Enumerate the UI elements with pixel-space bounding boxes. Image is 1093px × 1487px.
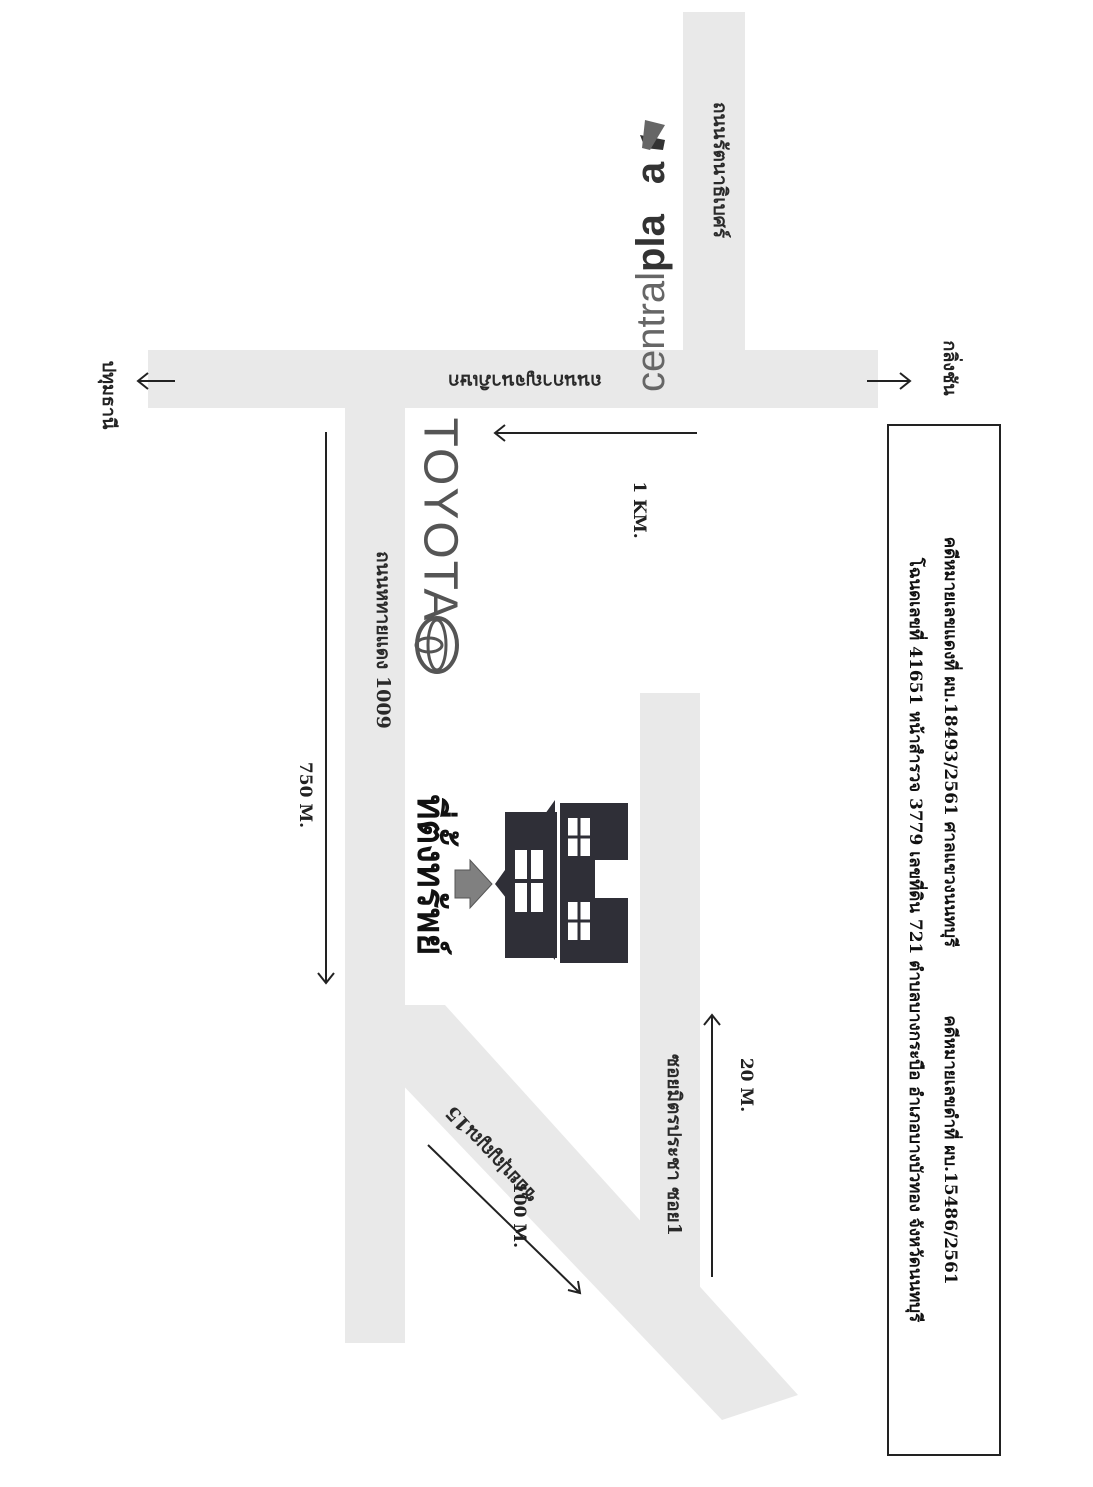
toyota-text: TOYOTA (413, 418, 466, 623)
label-dist-20: 20 M. (736, 1058, 756, 1112)
arrow-20-icon (703, 1013, 721, 1277)
label-dir-pathum: ปทุมธานี (97, 361, 119, 430)
road-soi-diagonal (355, 1005, 798, 1420)
arrow-1km-icon (493, 424, 697, 442)
info-box (887, 424, 1001, 1456)
logo-a-text: a (629, 161, 673, 184)
label-road-side-1009: ถนนหทายแดง 1009 (372, 551, 394, 729)
road-ratanathibet (683, 12, 745, 357)
label-road-kanchanaphisek: ถนนกาญจนาภิเษก (448, 370, 602, 392)
label-dist-1km: 1 KM. (629, 481, 649, 538)
label-dist-750: 750 M. (295, 762, 315, 828)
logo-pla-text: pla (629, 213, 673, 272)
house-icon (495, 800, 628, 963)
arrow-100-icon (427, 1144, 582, 1295)
location-title: ที่ตั้งทรัพย์ (409, 794, 459, 955)
info-line-1: โฉนดเลขที่ 41651 หน้าสำรวจ 3779 เลขที่ดิ… (905, 557, 928, 1323)
label-dist-100: 100 M. (509, 1182, 529, 1248)
toyota-logo-icon (414, 616, 459, 674)
road-soi-mitrpracha (640, 693, 700, 1333)
logo-central-text: central (629, 272, 673, 392)
svg-text:centralplaa: centralpla a (629, 161, 673, 392)
road-side-1009 (345, 395, 405, 1343)
arrow-right-icon (867, 372, 912, 390)
label-soi-mitrpracha: ซอยมิตรประชา ซอย1 (663, 1054, 685, 1236)
road-kanchanaphisek (148, 350, 878, 408)
pointer-arrow-icon (454, 858, 493, 910)
info-line-3: คดีหมายเลขดำที่ ผบ.15486/2561 (940, 1015, 963, 1284)
label-road-ratanathibet: ถนนรัตนาธิเบศร์ (709, 102, 731, 239)
central-plaza-z-icon (640, 120, 665, 150)
arrow-left-icon (136, 372, 175, 390)
label-dir-bangyai: กลิ่งชัน (939, 340, 963, 396)
arrow-750-icon (317, 432, 335, 985)
central-plaza-logo: centralpla a (629, 161, 673, 392)
info-line-2: คดีหมายเลขแดงที่ ผบ.18493/2561 ศาลแขวงนน… (940, 537, 963, 948)
